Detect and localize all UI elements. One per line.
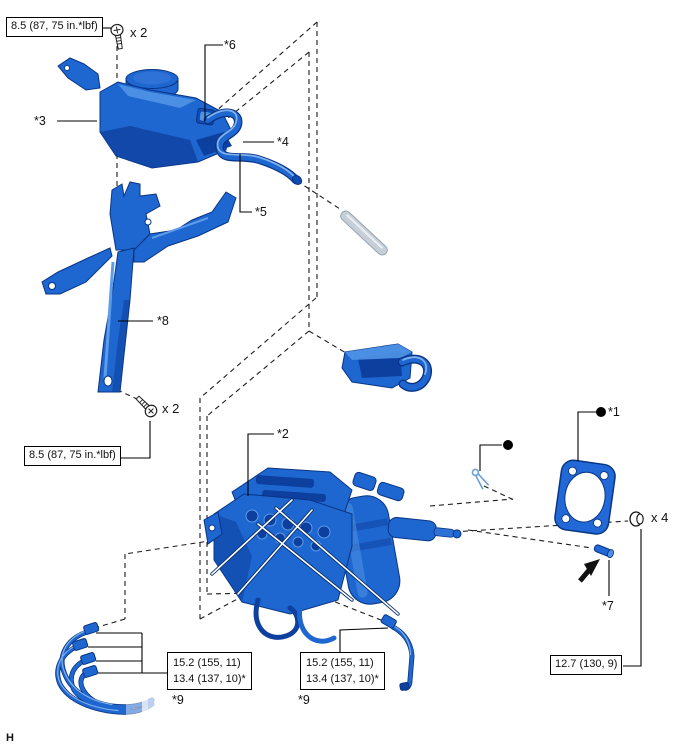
torque-box-brake-line-right: 15.2 (155, 11) 13.4 (137, 10)* [300, 652, 385, 690]
callout-8: *8 [157, 314, 169, 328]
callout-7: *7 [602, 599, 614, 613]
torque-box-mounting-nut: 12.7 (130, 9) [550, 655, 623, 675]
reservoir-bracket [41, 181, 237, 393]
torque-box-reservoir-screw: 8.5 (87, 75 in.*lbf) [6, 17, 103, 37]
footer-mark: H [6, 732, 14, 744]
brake-actuator-assembly [203, 467, 462, 644]
brake-line-single [380, 614, 415, 691]
callout-9-right: *9 [298, 693, 310, 707]
callout-2: *2 [277, 427, 289, 441]
gasket [554, 459, 616, 535]
lock-nut-icon [629, 511, 644, 527]
qty-bracket-screws: x 2 [162, 401, 180, 416]
torque-row: 13.4 (137, 10)* [306, 673, 379, 685]
screw-icon-bracket [135, 395, 158, 418]
retainer-clip [471, 468, 490, 490]
dot-marker-2 [503, 440, 513, 450]
qty-reservoir-screws: x 2 [130, 25, 148, 40]
callout-5: *5 [255, 205, 267, 219]
leader-lines [57, 27, 642, 674]
torque-box-brake-line-left: 15.2 (155, 11) 13.4 (137, 10)* [167, 652, 252, 690]
supply-tube [203, 108, 303, 185]
callout-4: *4 [277, 135, 289, 149]
mounting-bolt [593, 544, 614, 559]
torque-row: 15.2 (155, 11) [173, 657, 241, 669]
torque-row: 15.2 (155, 11) [306, 657, 374, 669]
brake-line-bundle [55, 622, 158, 720]
bleeder-tube [340, 210, 388, 256]
torque-box-bracket-screw: 8.5 (87, 75 in.*lbf) [24, 446, 121, 466]
callout-1: *1 [608, 405, 620, 419]
callout-9-left: *9 [172, 693, 184, 707]
master-cylinder [336, 495, 401, 605]
harness-connector [341, 343, 432, 392]
direction-arrow-icon [578, 559, 600, 583]
callout-6: *6 [224, 38, 236, 52]
qty-mounting-nuts: x 4 [651, 510, 669, 525]
screw-icon-top [110, 23, 124, 50]
reservoir-tank [57, 57, 232, 169]
torque-row: 13.4 (137, 10)* [173, 673, 246, 685]
dot-marker-1 [596, 407, 606, 417]
callout-3: *3 [34, 114, 46, 128]
